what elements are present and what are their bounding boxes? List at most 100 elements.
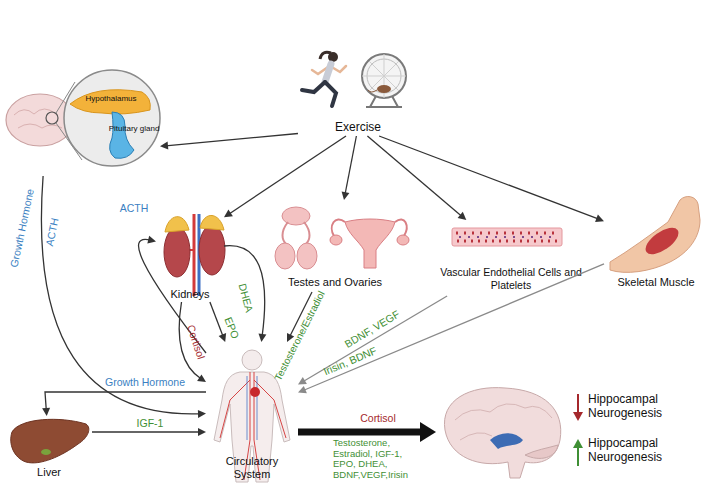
arrow-head bbox=[198, 428, 206, 436]
hormone-label: ACTH bbox=[120, 203, 149, 214]
connector-line bbox=[92, 431, 200, 432]
node-label: Vascular Endothelial Cells and Platelets bbox=[436, 266, 586, 291]
blood-vessel-illustration-part bbox=[459, 236, 558, 238]
brain-hypothalamus-illustration-part bbox=[64, 70, 160, 166]
increase-arrow-part bbox=[577, 446, 579, 466]
organ-node: Liver bbox=[6, 416, 92, 482]
kidneys-illustration-part bbox=[193, 214, 196, 296]
mouse-wheel-icon-part bbox=[368, 90, 377, 92]
arrow-connector bbox=[298, 296, 447, 385]
brain-hippocampus-illustration bbox=[444, 388, 560, 478]
arm-muscle-illustration-part bbox=[641, 223, 682, 260]
kidneys-illustration-part bbox=[165, 217, 189, 232]
node-label: Exercise bbox=[298, 120, 418, 134]
connector-line bbox=[41, 176, 200, 414]
node-label: Liver bbox=[6, 466, 92, 479]
arm-muscle-illustration bbox=[610, 197, 700, 273]
hormone-label: Growth Hormone bbox=[9, 188, 36, 268]
node-label: Hippocampal Neurogenesis bbox=[588, 392, 688, 421]
mouse-wheel-icon-part bbox=[362, 54, 406, 98]
blood-vessel-illustration bbox=[452, 228, 562, 246]
arrow-head bbox=[298, 386, 307, 393]
organ-node: Skeletal Muscle bbox=[604, 192, 708, 292]
arrow-connector bbox=[298, 264, 604, 393]
arrow-head bbox=[420, 422, 436, 442]
mouse-wheel-icon bbox=[362, 54, 406, 107]
arrow-head bbox=[458, 212, 467, 220]
human-body-illustration-part bbox=[250, 387, 260, 397]
node-label: Kidneys bbox=[150, 288, 230, 301]
gonads-illustration-part bbox=[345, 219, 395, 268]
arrow-head bbox=[224, 210, 233, 218]
arrow-head bbox=[198, 410, 206, 418]
brain-node: HypothalamusPituitary gland bbox=[2, 64, 160, 176]
node-label: Hypothalamus bbox=[78, 94, 144, 104]
decrease-arrow bbox=[573, 394, 583, 421]
connector-line bbox=[210, 302, 223, 337]
arrow-connector bbox=[160, 134, 298, 150]
node-label: Skeletal Muscle bbox=[604, 276, 708, 289]
arrow-head bbox=[595, 215, 604, 223]
exercise-node: Exercise bbox=[298, 50, 418, 136]
increase-arrow-part bbox=[573, 439, 583, 448]
liver-illustration-part bbox=[41, 449, 51, 455]
organ-node: Kidneys bbox=[156, 198, 224, 302]
kidneys-illustration-part bbox=[164, 227, 190, 277]
hormone-label: Cortisol bbox=[186, 323, 207, 360]
runner-icon-part bbox=[325, 82, 336, 106]
mouse-wheel-icon-part bbox=[362, 54, 406, 98]
kidneys-illustration bbox=[164, 214, 225, 296]
arrow-connector bbox=[92, 428, 206, 436]
hormone-label: Irisin, BDNF bbox=[322, 345, 378, 377]
arrow-head bbox=[160, 142, 168, 150]
arrow-connector bbox=[42, 392, 206, 416]
node-sublabel: Hippocampal Neurogenesis bbox=[588, 436, 688, 465]
brain-hypothalamus-illustration-part bbox=[70, 90, 150, 114]
gonads-illustration-part bbox=[330, 235, 342, 245]
human-body-illustration-part bbox=[247, 376, 257, 440]
brain-hypothalamus-illustration-part bbox=[14, 109, 62, 128]
arrow-head bbox=[259, 334, 267, 343]
brain-hippocampus-illustration-part bbox=[490, 433, 523, 449]
gonads-illustration-part bbox=[283, 222, 310, 244]
human-body-illustration-part bbox=[242, 350, 262, 370]
brain-hypothalamus-illustration-part bbox=[110, 112, 134, 158]
gonads-illustration-part bbox=[282, 207, 310, 225]
connector-line bbox=[298, 429, 425, 436]
arrow-connector bbox=[224, 136, 346, 217]
increase-arrow bbox=[573, 439, 583, 466]
brain-hippocampus-illustration-part bbox=[525, 445, 558, 458]
brain-hypothalamus-illustration bbox=[6, 70, 160, 166]
connector-line bbox=[345, 136, 356, 195]
mouse-wheel-icon-part bbox=[377, 85, 391, 93]
brain-hippocampus-illustration-part bbox=[444, 388, 560, 478]
node-label: Circulatory System bbox=[206, 455, 298, 481]
gonads-illustration bbox=[275, 207, 409, 269]
organ-node: Vascular Endothelial Cells and Platelets bbox=[436, 220, 586, 296]
kidneys-illustration-part bbox=[200, 215, 224, 230]
arrow-head bbox=[42, 408, 50, 416]
arrow-connector bbox=[41, 176, 206, 418]
arrow-head bbox=[147, 236, 156, 244]
brain-hypothalamus-illustration-part bbox=[46, 112, 58, 124]
runner-icon-part bbox=[325, 64, 331, 82]
arrow-connector bbox=[342, 136, 357, 200]
hormone-label: DHEA bbox=[237, 283, 255, 314]
runner-icon bbox=[302, 52, 346, 106]
blood-vessel-illustration-part bbox=[457, 240, 558, 243]
blood-vessel-illustration-part bbox=[456, 232, 558, 235]
runner-icon-part bbox=[320, 52, 331, 59]
hormone-label: Cortisol bbox=[360, 413, 396, 424]
gonads-illustration-part bbox=[397, 235, 409, 245]
kidneys-illustration-part bbox=[199, 225, 225, 275]
decrease-arrow-part bbox=[577, 394, 579, 414]
connector-line bbox=[379, 136, 599, 219]
connector-line bbox=[45, 392, 206, 410]
factor-label: Testosterone, Estradiol, IGF-1, EPO, DHE… bbox=[333, 438, 417, 481]
arrow-head bbox=[298, 377, 307, 385]
node-sublabel: Pituitary gland bbox=[106, 124, 162, 134]
liver-illustration-part bbox=[11, 419, 89, 463]
arrow-connector bbox=[379, 136, 604, 222]
